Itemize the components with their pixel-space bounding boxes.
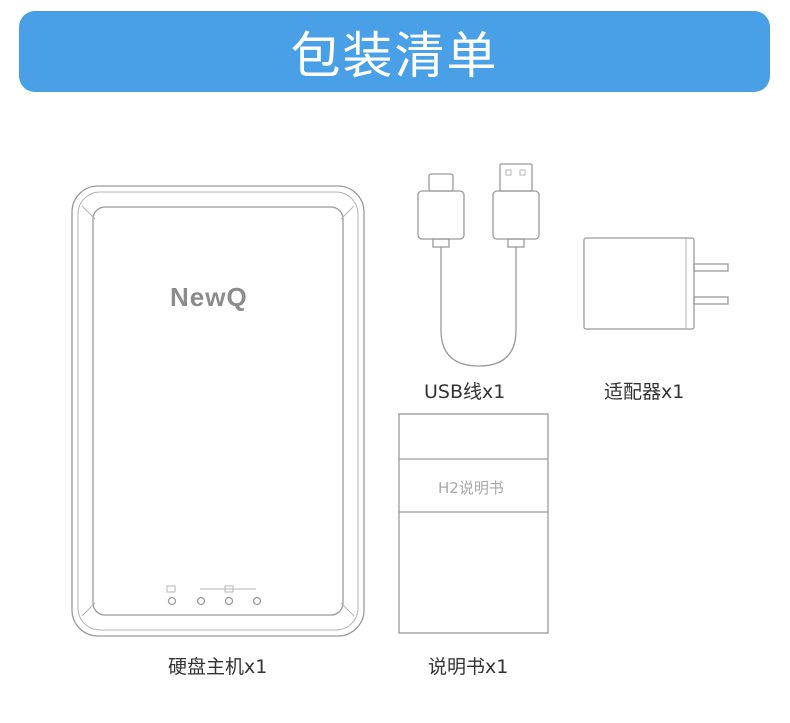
header-banner: 包装清单 <box>19 11 770 92</box>
page-title: 包装清单 <box>290 26 499 85</box>
caption-hard-drive: 硬盘主机x1 <box>168 656 268 678</box>
manual-cover-label: H2说明书 <box>438 479 504 497</box>
caption-usb-cable: USB线x1 <box>424 381 506 403</box>
caption-manual: 说明书x1 <box>428 656 509 678</box>
caption-power-adapter: 适配器x1 <box>604 381 685 403</box>
brand-logo: NewQ <box>170 282 248 312</box>
